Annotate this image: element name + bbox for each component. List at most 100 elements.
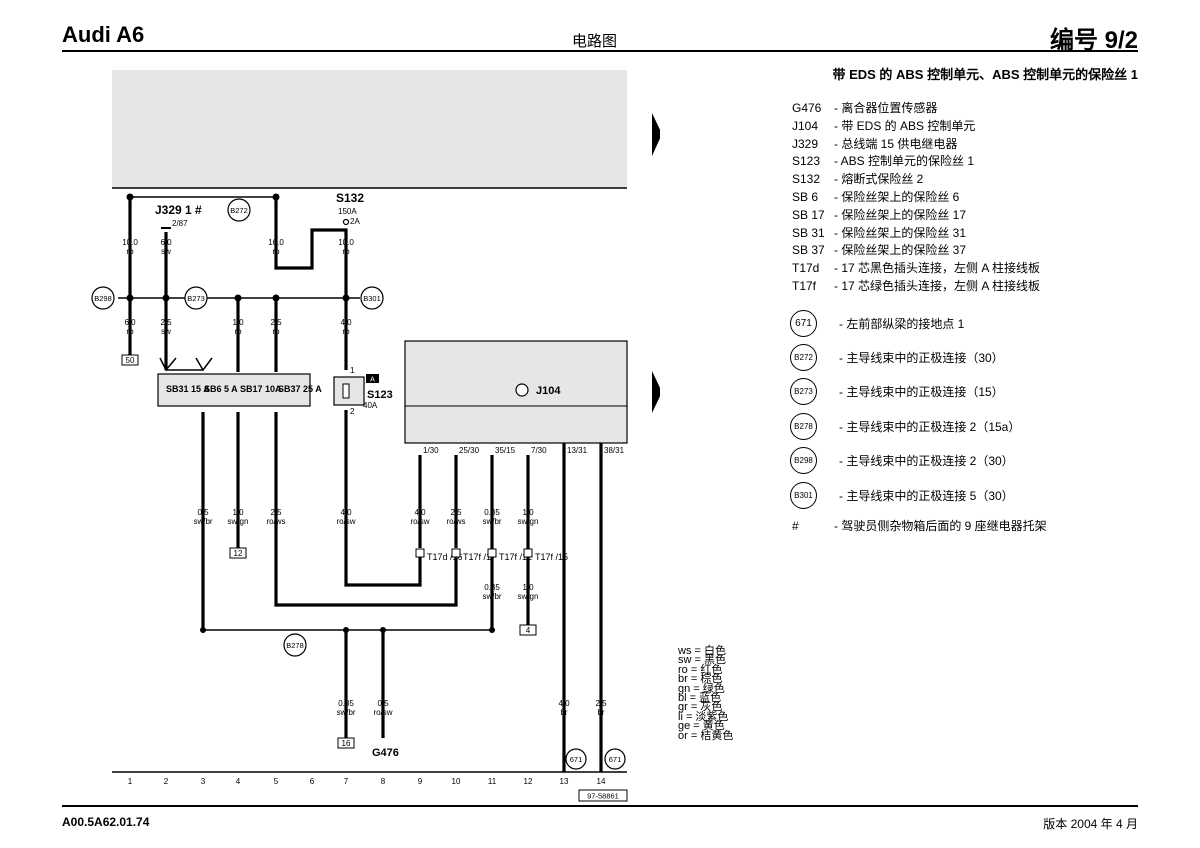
component-legend: G476- 离合器位置传感器 J104- 带 EDS 的 ABS 控制单元 J3… — [792, 100, 1040, 296]
continuation-arrow — [652, 113, 660, 156]
connection-item: 671- 左前部纵梁的接地点 1 — [790, 306, 1020, 340]
connection-item: B273- 主导线束中的正极连接（15） — [790, 375, 1020, 409]
legend-item: SB 17- 保险丝架上的保险丝 17 — [792, 207, 1040, 225]
legend-code: S123 — [792, 154, 821, 169]
ref-box-number: 4 — [526, 626, 531, 635]
wire-gauge: 16.0 — [268, 238, 284, 247]
track-number: 11 — [488, 777, 497, 786]
fuse-s123-element — [342, 383, 350, 399]
wire-gauge: 2.5 — [270, 318, 282, 327]
legend-desc: - 离合器位置传感器 — [834, 101, 938, 115]
splice-v1 — [159, 357, 177, 372]
document-type: 电路图 — [572, 33, 618, 50]
wire-color: ro/sw — [336, 517, 355, 526]
connection-item: B272- 主导线束中的正极连接（30） — [790, 340, 1020, 374]
junction-dot — [162, 294, 170, 302]
wire-gauge: 10.0 — [338, 238, 354, 247]
footer-divider — [62, 805, 1138, 807]
wire-gauge: 2.5 — [160, 318, 172, 327]
reference-boxes: 50 12 16 4 — [121, 354, 537, 749]
wire-color-item: ge = 黄色 — [678, 720, 725, 733]
fuse-s123-marker: A — [370, 377, 375, 384]
wire-color-item: ro = 红色 — [678, 663, 723, 676]
wire-gauge: 2.5 — [270, 508, 282, 517]
legend-desc: - 保险丝架上的保险丝 37 — [834, 243, 967, 258]
wire-gauge: 0.5 — [197, 508, 209, 517]
track-number: 13 — [560, 777, 569, 786]
wire-color: ro — [234, 327, 242, 336]
marker-b278-text: B278 — [286, 641, 304, 650]
circuit-diagram: J329 1 # 2/87 S132 150A 2A B272 B298 B27… — [91, 70, 660, 802]
wire-color: sw/gn — [518, 517, 539, 526]
marker-b273-text: B273 — [187, 294, 205, 303]
wire-color: ro/ws — [446, 517, 465, 526]
marker-b298 — [91, 286, 115, 310]
legend-item: SB 37- 保险丝架上的保险丝 37 — [792, 242, 1040, 260]
connection-item: B278- 主导线束中的正极连接 2（15a） — [790, 409, 1020, 443]
ecu-pin: 38/31 — [604, 446, 625, 455]
connector-t17f-icon — [523, 548, 533, 558]
legend-code: J104 — [792, 118, 819, 133]
legend-item: T17d - 17 芯黑色插头连接，左侧 A 柱接线板 — [792, 260, 1040, 278]
fuse-sb17-label: SB17 10A — [240, 384, 282, 394]
wire-gauge: 1.0 — [232, 508, 244, 517]
legend-desc: - 17 芯黑色插头连接，左侧 A 柱接线板 — [834, 261, 1041, 276]
wire-color: sw/br — [482, 592, 501, 601]
ref-box — [121, 354, 139, 366]
wire-gauge: 4.0 — [558, 699, 570, 708]
wire-gauge: 2.5 — [450, 508, 462, 517]
wires — [128, 197, 603, 772]
track-number: 6 — [310, 777, 315, 786]
legend-code: S132 — [792, 172, 821, 187]
legend-item: SB 31- 保险丝架上的保险丝 31 — [792, 225, 1040, 243]
wire-gauge: 2.5 — [595, 699, 607, 708]
fuse-s123-pin-top: 1 — [350, 366, 355, 375]
legend-code: T17d — [792, 261, 820, 276]
legend-item: J329- 总线端 15 供电继电器 — [792, 136, 1040, 154]
wire-gauge: 6.0 — [160, 238, 172, 247]
hash-note: #- 驾驶员侧杂物箱后面的 9 座继电器托架 — [792, 517, 1047, 534]
wire-color: ro — [126, 247, 134, 256]
junction-dot — [380, 627, 386, 633]
connection-desc: - 主导线束中的正极连接 5（30） — [839, 488, 1014, 503]
wire-gauge: 0.35 — [338, 699, 354, 708]
legend-code: SB 31 — [792, 225, 825, 240]
track-number: 2 — [164, 777, 169, 786]
wire-color: ro/sw — [373, 708, 392, 717]
legend-item: SB 6- 保险丝架上的保险丝 6 — [792, 189, 1040, 207]
track-number: 1 — [128, 777, 133, 786]
connection-symbol: B273 — [790, 378, 817, 406]
marker-b298-text: B298 — [94, 294, 112, 303]
wire-gauge: 6.0 — [124, 318, 136, 327]
part-number: 97-58861 — [587, 792, 619, 801]
connection-item: B298- 主导线束中的正极连接 2（30） — [790, 444, 1020, 478]
legend-code: T17f — [792, 278, 817, 293]
sensor-g476-label: G476 — [372, 747, 399, 759]
ecu-pin: 13/31 — [567, 446, 588, 455]
connector-t17f-icon — [451, 548, 461, 558]
track-number: 4 — [236, 777, 241, 786]
connection-symbol: B301 — [790, 481, 817, 509]
fuse-block-labels: SB31 15 A SB6 5 A SB17 10A SB37 25 A — [166, 384, 322, 394]
wire-gauge: 0.35 — [484, 583, 500, 592]
fuse-sb6-label: SB6 5 A — [204, 384, 238, 394]
ref-box — [337, 737, 355, 749]
junction-dot — [272, 294, 280, 302]
connection-symbol: B278 — [790, 412, 817, 440]
wire-s132 — [274, 197, 348, 370]
junction-dot — [342, 294, 350, 302]
wire-color-item: br = 棕色 — [678, 673, 723, 686]
ecu-pin: 25/30 — [459, 446, 480, 455]
wire-s123-out — [344, 410, 422, 587]
wire-color-item: or = 桔黄色 — [678, 729, 734, 742]
ecu-continuation-arrow — [652, 371, 660, 413]
wire-color: ro — [342, 327, 350, 336]
wire-color: ro/ws — [266, 517, 285, 526]
connector-t17d: T17d /16 — [427, 552, 463, 562]
fuse-s132-rating: 150A — [338, 207, 357, 216]
fuse-sb31-label: SB31 15 A — [166, 384, 210, 394]
wire-color: ro — [272, 327, 280, 336]
hash-desc: - 驾驶员侧杂物箱后面的 9 座继电器托架 — [834, 519, 1047, 533]
transistor-icon — [515, 383, 529, 397]
fuse-s123-pin-bottom: 2 — [350, 407, 355, 416]
